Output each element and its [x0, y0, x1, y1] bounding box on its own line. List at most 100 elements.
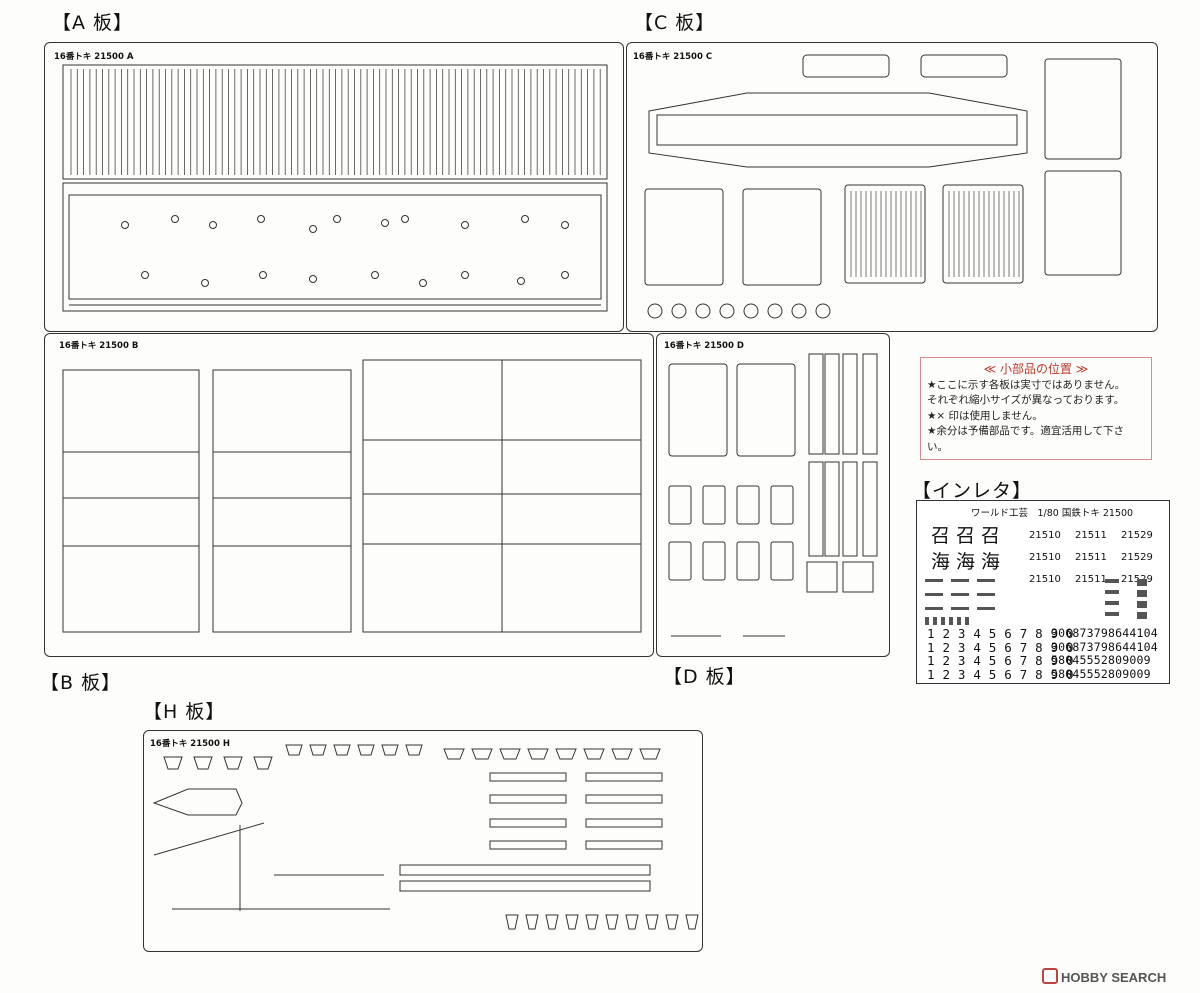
decal-mark	[933, 617, 937, 625]
decal-kanji: 召	[956, 525, 982, 547]
decal-car-number: 21511	[1075, 552, 1107, 563]
floor-hole	[521, 215, 529, 223]
cup-part	[405, 744, 423, 756]
decal-long-number: 58045552809009	[1051, 653, 1151, 667]
small-part-ring	[647, 303, 663, 319]
decal-digits: 1 2 3 4 5 6 7 8 9 0	[927, 666, 1074, 682]
plate-c-parts	[644, 54, 1122, 319]
floor-hole	[309, 225, 317, 233]
floor-hole	[209, 221, 217, 229]
decal-mark	[925, 593, 943, 596]
decal-car-number: 21510	[1029, 552, 1061, 563]
decal-mark	[965, 617, 969, 625]
heading-a: 【A 板】	[52, 12, 134, 34]
cup-part	[223, 756, 243, 770]
decal-mark	[949, 617, 953, 625]
decal-mark	[941, 617, 945, 625]
decal-mark	[1105, 579, 1119, 583]
small-part-box	[702, 485, 726, 525]
decal-mark	[1137, 601, 1147, 608]
decal-car-number: 21510	[1029, 574, 1061, 585]
floor-hole	[333, 215, 341, 223]
cup-part	[163, 756, 183, 770]
decal-digits: 1 2 3 4 5 6 7 8 9 0	[927, 639, 1074, 655]
cup-part	[527, 748, 549, 760]
decal-car-number: 21511	[1075, 530, 1107, 541]
decal-kanji: 海	[981, 551, 1007, 573]
decal-header: ワールド工芸 1/80 国鉄トキ 21500	[971, 508, 1134, 519]
cup-part	[381, 744, 399, 756]
notes-line: ★× 印は使用しません。	[927, 409, 1043, 422]
floor-hole	[419, 279, 427, 287]
small-part-box	[770, 541, 794, 581]
decal-mark	[1105, 601, 1119, 605]
plate-d-parts	[668, 353, 878, 637]
decal-mark	[1137, 590, 1147, 597]
decal-car-number: 21510	[1029, 530, 1061, 541]
small-part-box	[770, 485, 794, 525]
plate-a: 16番トキ 21500 A	[44, 42, 624, 332]
small-part-ring	[671, 303, 687, 319]
floor-hole	[259, 271, 267, 279]
decal-mark	[1105, 590, 1119, 594]
pin-part	[685, 914, 699, 930]
cup-part	[285, 744, 303, 756]
decal-mark	[977, 607, 995, 610]
notes-title: ≪ 小部品の位置 ≫	[983, 362, 1089, 376]
pin-part	[545, 914, 559, 930]
pin-part	[625, 914, 639, 930]
floor-hole	[141, 271, 149, 279]
floor-hole	[561, 221, 569, 229]
cup-part	[253, 756, 273, 770]
plate-d: 16番トキ 21500 D	[656, 333, 890, 657]
decal-mark	[925, 617, 929, 625]
watermark: HOBBY SEARCH	[1042, 968, 1166, 985]
cup-part	[193, 756, 213, 770]
cup-part	[639, 748, 661, 760]
floor-hole	[401, 215, 409, 223]
decal-car-numbers: 21510 21511 21529 21510 21511 21529 21510 215…	[1029, 525, 1169, 591]
decal-kanji-row: 海海海	[931, 547, 1006, 574]
pin-part	[565, 914, 579, 930]
floor-hole	[371, 271, 379, 279]
cup-part	[611, 748, 633, 760]
floor-hole	[461, 271, 469, 279]
decal-mark	[977, 593, 995, 596]
decal-mark	[951, 607, 969, 610]
decal-car-number: 21511	[1075, 574, 1107, 585]
cup-part	[583, 748, 605, 760]
decal-mark	[951, 579, 969, 582]
pin-part	[505, 914, 519, 930]
decal-mark	[1105, 612, 1119, 616]
watermark-text: HOBBY SEARCH	[1061, 970, 1167, 985]
small-part-box	[668, 541, 692, 581]
decal-kanji-row: 召召召	[931, 521, 1006, 548]
decal-long-number: 306873798644104	[1051, 639, 1158, 654]
decal-kanji: 召	[931, 525, 957, 547]
decal-digit-rows: 1 2 3 4 5 6 7 8 9 0 1 2 3 4 5 6 7 8 9 0 …	[927, 627, 1074, 681]
heading-d: 【D 板】	[663, 666, 746, 688]
decal-kanji: 海	[931, 551, 957, 573]
decal-car-number: 21529	[1121, 530, 1153, 541]
heading-h: 【H 板】	[143, 701, 226, 723]
floor-hole	[461, 221, 469, 229]
small-part-ring	[815, 303, 831, 319]
notes-line: ★余分は予備部品です。適宜活用して下さい。	[927, 425, 1125, 453]
decal-mark	[925, 607, 943, 610]
plate-a-label: 16番トキ 21500 A	[54, 52, 134, 62]
decal-kanji: 召	[981, 525, 1007, 547]
decal-mark	[951, 593, 969, 596]
decal-long-number: 306873798644104	[1051, 626, 1158, 640]
floor-hole	[257, 215, 265, 223]
decal-mark	[925, 579, 943, 582]
small-part-box	[736, 485, 760, 525]
floor-hole	[561, 271, 569, 279]
decal-car-number: 21529	[1121, 552, 1153, 563]
small-part-ring	[767, 303, 783, 319]
pin-part	[585, 914, 599, 930]
notes-box: ≪ 小部品の位置 ≫ ★ここに示す各板は実寸ではありません。 それぞれ縮小サイズ…	[920, 357, 1152, 460]
small-part-ring	[695, 303, 711, 319]
notes-line: ★ここに示す各板は実寸ではありません。	[927, 378, 1126, 391]
pin-part	[665, 914, 679, 930]
plate-c: 16番トキ 21500 C	[626, 42, 1158, 332]
